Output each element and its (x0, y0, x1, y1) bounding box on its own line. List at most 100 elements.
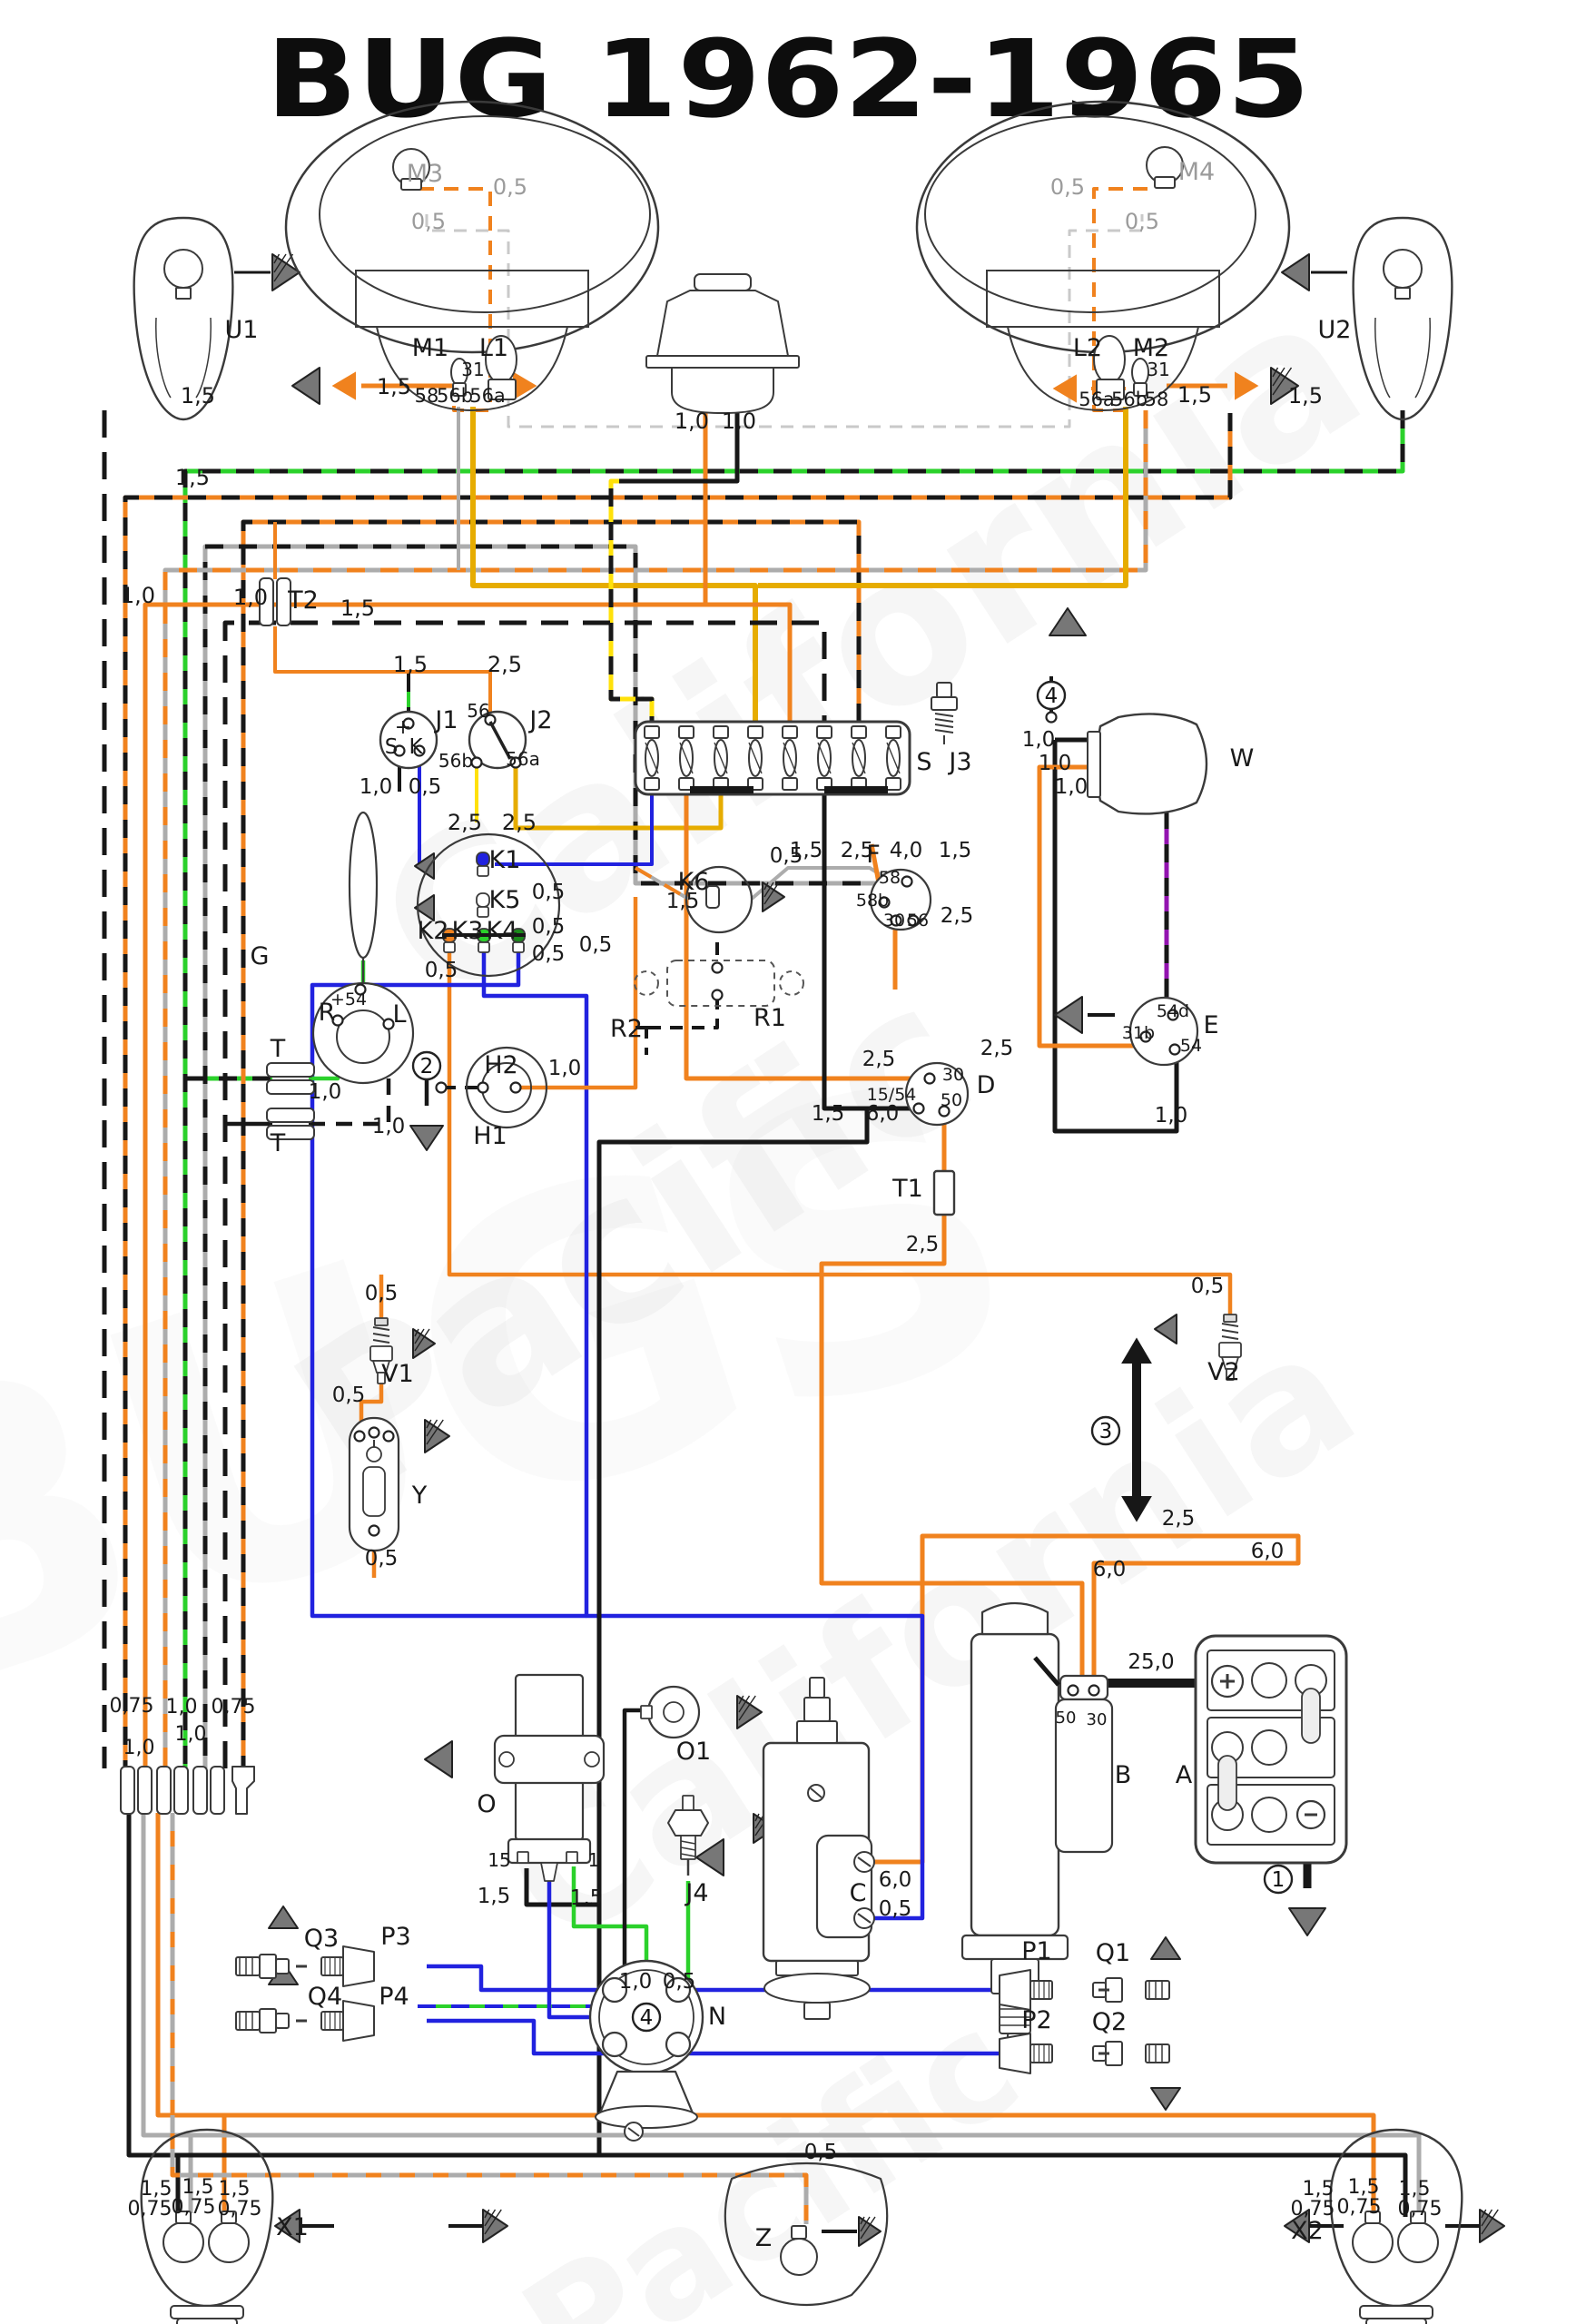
terminal-dot (912, 1102, 925, 1115)
ground-arrow-icon (1150, 1936, 1181, 1960)
tail-bulb (163, 2221, 204, 2263)
component-connector-t2 (259, 577, 291, 626)
connector-half (120, 1766, 135, 1815)
horn-body (671, 367, 774, 414)
component-switch-e (1128, 996, 1199, 1067)
boot-body (999, 2033, 1031, 2074)
arrow-head-icon (1121, 1337, 1152, 1364)
wiper-mount (1087, 731, 1101, 798)
circled-number (1263, 1864, 1294, 1895)
terminal-dot (1088, 1684, 1100, 1697)
label: C (850, 1879, 867, 1907)
hatch (484, 2209, 497, 2227)
fuse-clip (644, 725, 660, 739)
component-license-light-z (724, 2162, 889, 2307)
label: 2,5 (1162, 1507, 1196, 1531)
wires (102, 187, 1422, 2224)
label: 6,0 (879, 1868, 912, 1892)
tail-bulb-base (221, 2211, 237, 2224)
label: T1 (891, 1175, 923, 1203)
label: 1,5 (570, 1886, 604, 1910)
fuse-clip (782, 777, 798, 791)
component-bulbs (392, 146, 1184, 400)
label: 1,5 (377, 374, 411, 399)
label: 1,5 (141, 2178, 172, 2201)
fuse-clip (713, 725, 729, 739)
wire-45 (447, 951, 1233, 1315)
label: H1 (473, 1122, 507, 1150)
component-horn-h1 (465, 1046, 548, 1129)
component-sender-v1 (369, 1317, 393, 1384)
wire-68-dash (170, 1813, 809, 2224)
connector-half (173, 1766, 189, 1815)
components (120, 100, 1463, 2324)
label: 0,5 (804, 2141, 838, 2164)
z-housing (724, 2162, 889, 2307)
circled-number (411, 1050, 442, 1081)
m1-bulb-base (452, 382, 467, 397)
label: 15 (488, 1849, 510, 1871)
label: 56 (467, 700, 489, 722)
hatch (273, 253, 281, 264)
j3-coil (934, 729, 954, 734)
component-fuse-t1 (932, 1169, 956, 1216)
v-stem (377, 1372, 386, 1384)
component-spark-plug-q4 (235, 2008, 307, 2034)
label: 30 (883, 911, 905, 931)
wire-14 (470, 407, 758, 724)
wire-30-dash (634, 866, 690, 901)
fuse-clip (885, 777, 901, 791)
boot-rib-block (1029, 1980, 1053, 2000)
pod-line (1414, 317, 1431, 399)
component-sender-g (348, 811, 379, 960)
fuse-wire (783, 742, 797, 774)
label: 0,75 (128, 2198, 172, 2221)
terminal-dot (368, 1426, 380, 1439)
coil-ear (584, 1751, 600, 1768)
wire-1 (419, 187, 492, 412)
component-fusebox-s (634, 720, 911, 796)
label: K1 (489, 846, 521, 874)
hatch (738, 1695, 744, 1705)
label: 1,5 (181, 383, 215, 409)
l2-bulb-base (1096, 379, 1125, 400)
pod-line (1374, 317, 1391, 399)
label: 0,75 (110, 1695, 154, 1718)
label: 2,5 (488, 652, 522, 677)
label: 0,5 (332, 1384, 366, 1407)
label: V2 (1207, 1358, 1240, 1386)
terminal-dot (901, 875, 913, 888)
ground-arrow-icon (1288, 1907, 1326, 1936)
label: 0,5 (1191, 1275, 1225, 1298)
battery-cell (1251, 1797, 1287, 1833)
indicator-base (443, 941, 456, 953)
terminal-dot (509, 756, 522, 769)
label: L (392, 1000, 406, 1029)
label: 0,5 (879, 1897, 912, 1921)
ground-arrow-icon (1281, 253, 1310, 291)
label: 4,0 (890, 839, 923, 862)
wire-50 (310, 951, 586, 1619)
component-horn (645, 273, 800, 414)
wire-15 (758, 407, 1128, 588)
wire-62 (155, 1813, 1376, 2215)
hatch (1481, 2209, 1493, 2227)
wire-29 (684, 793, 924, 1081)
headlight-reflector (376, 326, 568, 411)
label: 25,0 (1128, 1650, 1174, 1674)
label: 0,75 (218, 2198, 262, 2221)
v-spring (1221, 1329, 1239, 1334)
connector-half (210, 1766, 225, 1815)
fuse-wire (679, 742, 694, 774)
wire-58 (427, 1964, 604, 1993)
label: T (270, 1035, 286, 1063)
fusebox-bus (824, 786, 888, 793)
j3-top (936, 682, 952, 698)
component-wiper-w (1087, 713, 1208, 815)
circled-number (1090, 1415, 1121, 1446)
circled-number-text: 2 (420, 1055, 434, 1078)
hatch (1272, 367, 1285, 387)
component-plug-boot-p1 (999, 1969, 1053, 2011)
hatch (860, 2216, 871, 2232)
